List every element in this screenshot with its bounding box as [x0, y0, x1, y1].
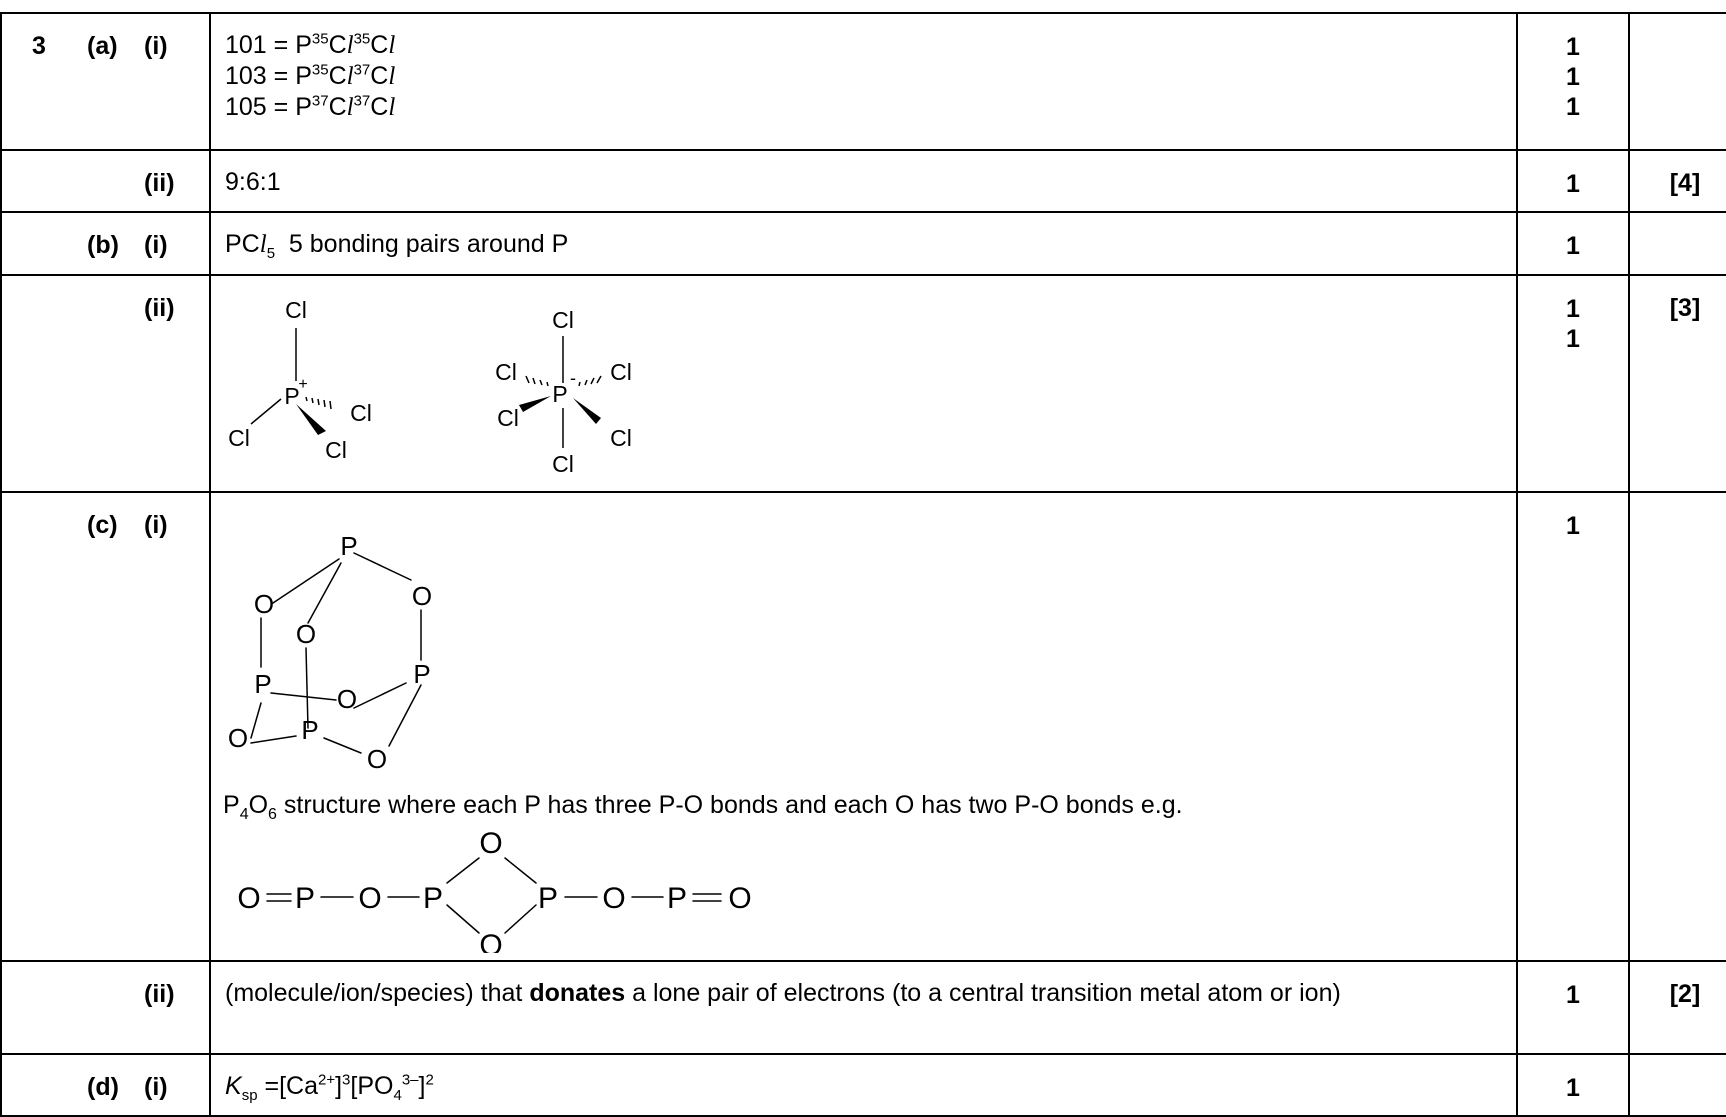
total-cell [1628, 211, 1726, 276]
cl-atom: Cl [552, 307, 574, 333]
answer-cell: P O O O P P O O P O P4O6 structure where… [209, 491, 1518, 962]
answer-cell: (molecule/ion/species) that donates a lo… [209, 960, 1518, 1055]
row-3b-ii: (ii) Cl P + Cl Cl [0, 274, 1726, 493]
o-atom: O [728, 882, 751, 915]
o-atom: O [367, 744, 387, 774]
p-atom: P [538, 882, 558, 915]
p-atom: P [423, 882, 443, 915]
o-atom: O [337, 684, 357, 714]
cl-atom: Cl [610, 425, 632, 451]
o-atom: O [479, 929, 502, 953]
answer-cell: 9:6:1 [209, 149, 1518, 213]
p4o6-structures: P O O O P P O O P O P4O6 structure where… [223, 531, 1183, 962]
total-cell [1628, 491, 1726, 962]
row-3a-ii: (ii) 9:6:1 1 [4] [0, 149, 1726, 213]
question-ref: (ii) [0, 149, 211, 213]
answer-cell: Cl P + Cl Cl Cl Cl P [209, 274, 1518, 493]
o-atom: O [412, 581, 432, 611]
o-atom: O [358, 882, 381, 915]
cl-atom: Cl [325, 437, 347, 463]
question-ref: (c) (i) [0, 491, 211, 962]
question-ref: 3 (a) (i) [0, 12, 211, 151]
p-atom: P [254, 669, 271, 699]
question-ref: (ii) [0, 274, 211, 493]
row-3a-i: 3 (a) (i) 101 = P35Cl35Cl 103 = P35Cl37C… [0, 12, 1726, 151]
subpart-label: (ii) [144, 294, 175, 322]
cl-atom: Cl [497, 405, 519, 431]
p-atom: P [295, 882, 315, 915]
subpart-label: (i) [144, 32, 168, 60]
answer-cell: Ksp =[Ca2+]3[PO43–]2 [209, 1053, 1518, 1117]
subpart-label: (i) [144, 511, 168, 539]
subpart-label: (i) [144, 1073, 168, 1101]
cl-atom: Cl [552, 451, 574, 477]
marks-cell: 1 [1516, 491, 1630, 962]
cl-atom: Cl [610, 359, 632, 385]
answer-cell: 101 = P35Cl35Cl 103 = P35Cl37Cl 105 = P3… [209, 12, 1518, 151]
o-atom: O [479, 827, 502, 860]
marks-cell: 1 [1516, 149, 1630, 213]
cl-atom: Cl [350, 400, 372, 426]
total-cell: [4] [1628, 149, 1726, 213]
p-atom: P [552, 381, 567, 407]
question-ref: (b) (i) [0, 211, 211, 276]
part-label: (b) [87, 231, 119, 259]
marks-cell: 1 [1516, 960, 1630, 1055]
marks-cell: 1 [1516, 211, 1630, 276]
p-atom: P [301, 715, 318, 745]
answer-cell: PCl5 5 bonding pairs around P [209, 211, 1518, 276]
total-cell: [2] [1628, 960, 1726, 1055]
row-3d-i: (d) (i) Ksp =[Ca2+]3[PO43–]2 1 [0, 1053, 1726, 1117]
cl-atom: Cl [228, 425, 250, 451]
total-cell [1628, 1053, 1726, 1117]
cl-atom: Cl [495, 359, 517, 385]
part-label: (a) [87, 32, 118, 60]
marks-cell: 1 [1516, 1053, 1630, 1117]
o-atom: O [237, 882, 260, 915]
total-cell [1628, 12, 1726, 151]
o-atom: O [296, 619, 316, 649]
o-atom: O [602, 882, 625, 915]
row-3c-ii: (ii) (molecule/ion/species) that donates… [0, 960, 1726, 1055]
part-label: (c) [87, 511, 118, 539]
isotope-line-101: 101 = P35Cl35Cl [225, 30, 396, 59]
pcl4-pcl6-structures: Cl P + Cl Cl Cl Cl P [228, 297, 632, 477]
subpart-label: (ii) [144, 980, 175, 1008]
o-atom: O [228, 723, 248, 753]
question-number: 3 [32, 32, 46, 60]
p-atom: P [667, 882, 687, 915]
cl-atom: Cl [285, 297, 307, 323]
isotope-line-103: 103 = P35Cl37Cl [225, 61, 396, 90]
p4o6-caption: P4O6 structure where each P has three P-… [223, 791, 1183, 823]
part-label: (d) [87, 1073, 119, 1101]
row-3b-i: (b) (i) PCl5 5 bonding pairs around P 1 [0, 211, 1726, 276]
question-ref: (ii) [0, 960, 211, 1055]
plus-charge: + [298, 376, 307, 393]
question-ref: (d) (i) [0, 1053, 211, 1117]
isotope-line-105: 105 = P37Cl37Cl [225, 92, 396, 121]
subpart-label: (ii) [144, 169, 175, 197]
total-cell: [3] [1628, 274, 1726, 493]
minus-charge: - [570, 368, 576, 388]
p-atom: P [413, 659, 430, 689]
row-3c-i: (c) (i) [0, 491, 1726, 962]
o-atom: O [254, 589, 274, 619]
mark-scheme-table: 3 (a) (i) 101 = P35Cl35Cl 103 = P35Cl37C… [0, 12, 1726, 1117]
p-atom: P [284, 383, 299, 409]
p-atom: P [340, 531, 357, 561]
subpart-label: (i) [144, 231, 168, 259]
